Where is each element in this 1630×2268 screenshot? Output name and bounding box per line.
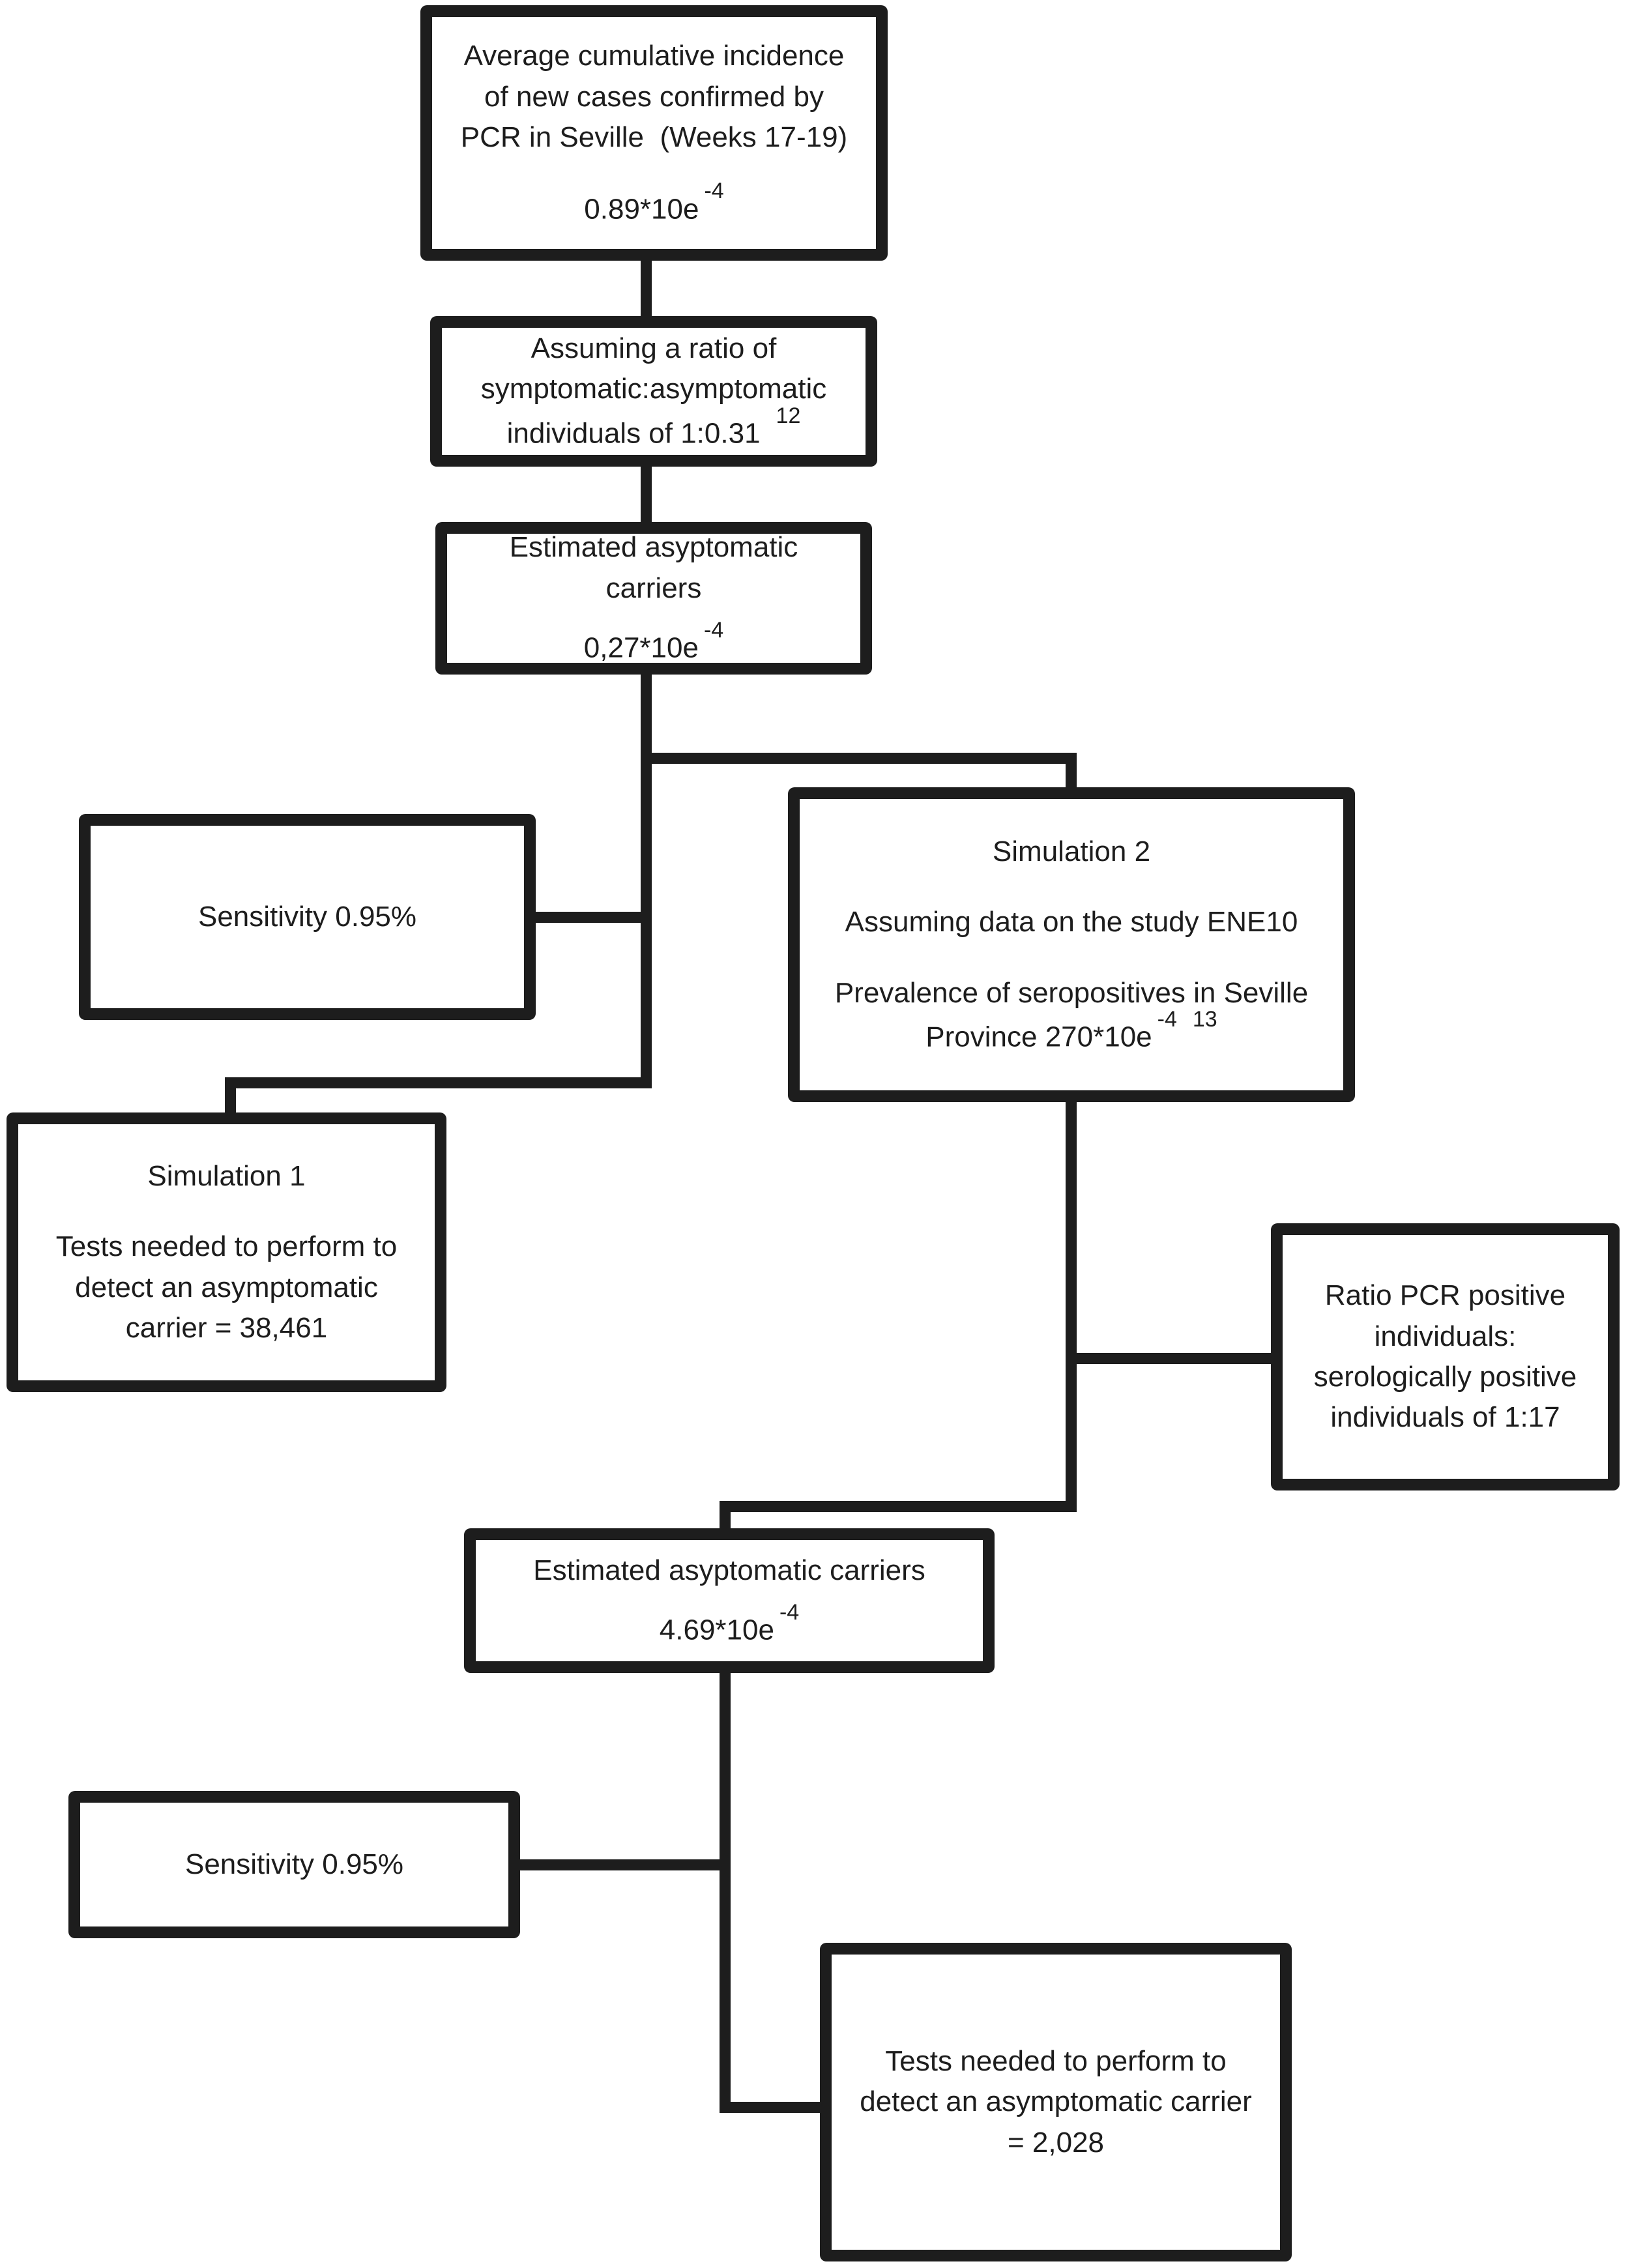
text-line: individuals of 1:17: [1330, 1401, 1560, 1434]
text-line: individuals of 1:0.31 12: [481, 403, 827, 454]
text-line: Tests needed to perform to: [885, 2044, 1227, 2077]
connector-est2-branch-h: [720, 1501, 1077, 1512]
connector-tests2-h: [720, 2102, 822, 2113]
text-line: Estimated asyptomatic carriers: [533, 1554, 925, 1586]
exponent-superscript: -4: [779, 1599, 800, 1625]
value-line: 4.69*10e-4: [533, 1600, 925, 1651]
text-line: PCR in Seville (Weeks 17-19): [460, 121, 848, 154]
text-line: Estimated asyptomatic: [509, 531, 798, 564]
text-line: Assuming data on the study ENE10: [845, 906, 1298, 938]
text-line: Assuming a ratio of: [531, 332, 777, 364]
value-text: 4.69*10e: [659, 1614, 774, 1646]
box-ratio-assumption: Assuming a ratio of symptomatic:asymptom…: [430, 316, 877, 467]
text-line: serologically positive: [1313, 1361, 1577, 1393]
connector-sensitivity1-h: [536, 912, 652, 923]
connector-sim2-branch-v: [1066, 753, 1077, 791]
text-line: individuals of 1:0.31: [506, 417, 761, 450]
text-line: Ratio PCR positive: [1324, 1279, 1566, 1312]
connector-ratio-pcr-h: [1077, 1353, 1272, 1364]
text-line: Average cumulative incidence: [463, 40, 845, 72]
text-line: = 2,028: [1007, 2126, 1105, 2159]
text-line: Tests needed to perform to: [55, 1230, 398, 1263]
connector-main-spine: [641, 671, 652, 1088]
box-title: Simulation 1: [147, 1159, 306, 1192]
text-line: carriers: [605, 572, 702, 604]
text-line: detect an asymptomatic: [75, 1271, 378, 1303]
value-line: 0,27*10e-4: [510, 618, 798, 669]
text-line: Province 270*10e-4 13: [835, 1007, 1308, 1058]
connector-avg-to-ratio: [641, 261, 652, 319]
value-text: Province 270*10e: [925, 1021, 1152, 1053]
value-line: 0.89*10e-4: [461, 179, 847, 230]
connector-sim2-branch-h: [641, 753, 1077, 764]
box-tests-needed-2: Tests needed to perform to detect an asy…: [820, 1943, 1292, 2261]
text-line: of new cases confirmed by: [484, 80, 824, 113]
connector-sim1-branch-v: [225, 1077, 236, 1115]
connector-ratio-to-est1: [641, 467, 652, 525]
connector-est2-branch-v: [720, 1501, 731, 1531]
connector-sim2-spine: [1066, 1102, 1077, 1512]
reference-superscript: 13: [1192, 1006, 1217, 1032]
connector-est2-spine: [720, 1672, 731, 2113]
box-sensitivity-1: Sensitivity 0.95%: [79, 814, 536, 1020]
exponent-superscript: -4: [704, 179, 724, 204]
text-line: individuals:: [1374, 1320, 1517, 1352]
text-line: Sensitivity 0.95%: [197, 900, 417, 933]
box-title: Simulation 2: [992, 835, 1151, 867]
box-ratio-pcr: Ratio PCR positive individuals: serologi…: [1271, 1223, 1620, 1490]
box-simulation-1: Simulation 1 Tests needed to perform to …: [7, 1112, 446, 1392]
reference-superscript: 12: [776, 403, 801, 428]
box-sensitivity-2: Sensitivity 0.95%: [68, 1791, 520, 1938]
exponent-superscript: -4: [703, 618, 724, 643]
value-text: 0,27*10e: [583, 632, 699, 665]
box-avg-incidence: Average cumulative incidence of new case…: [420, 5, 888, 261]
box-simulation-2: Simulation 2 Assuming data on the study …: [788, 787, 1355, 1102]
connector-sensitivity2-h: [520, 1859, 731, 1870]
box-estimated-carriers-2: Estimated asyptomatic carriers 4.69*10e-…: [464, 1528, 995, 1673]
text-line: Sensitivity 0.95%: [184, 1848, 404, 1880]
box-estimated-carriers-1: Estimated asyptomatic carriers 0,27*10e-…: [435, 522, 872, 675]
text-line: carrier = 38,461: [125, 1311, 328, 1344]
connector-sim1-branch-h: [225, 1077, 652, 1088]
value-text: 0.89*10e: [584, 193, 699, 225]
text-line: symptomatic:asymptomatic: [480, 373, 827, 405]
text-line: Prevalence of seropositives in Seville: [834, 976, 1309, 1009]
exponent-superscript: -4: [1157, 1006, 1177, 1032]
text-line: detect an asymptomatic carrier: [860, 2086, 1252, 2118]
